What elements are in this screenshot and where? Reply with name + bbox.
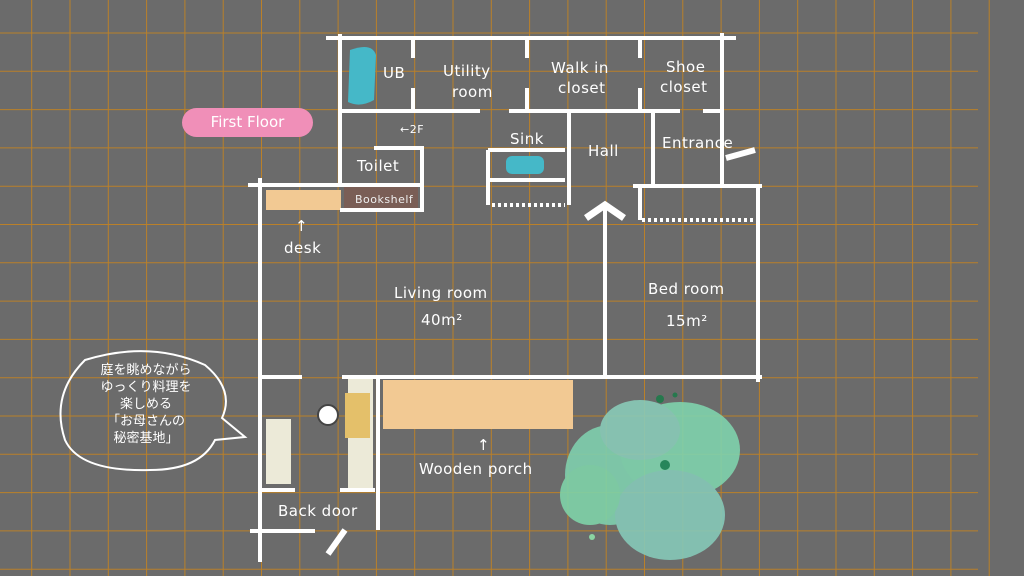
bed-area: 15m² [666,312,708,330]
wooden-porch [383,380,573,429]
room-living: Living room [394,284,488,302]
living-area: 40m² [421,311,463,329]
bathtub [348,46,376,105]
speech-bubble-text: 庭を眺めながら ゆっくり料理を 楽しめる 「お母さんの 秘密基地」 [76,362,216,447]
room-toilet: Toilet [357,157,400,175]
room-utility-line2: room [452,83,493,101]
porch-label: Wooden porch [419,460,533,478]
kitchen-counter-left [266,419,291,484]
room-entrance: Entrance [662,134,734,152]
room-hall: Hall [588,142,619,160]
sink-basin [506,156,544,174]
bubble-line: 「お母さんの [106,414,185,429]
cutting-board [345,393,370,438]
room-back-door: Back door [278,502,358,520]
floor-badge: First Floor [182,108,313,137]
room-walkin-line2: closet [558,79,606,97]
desk [266,190,341,210]
desk-label: desk [284,239,322,257]
room-walkin-line1: Walk in [551,59,609,77]
stairs-to-2f: ←2F [400,123,425,136]
bubble-line: 秘密基地」 [113,431,179,446]
bookshelf-label: Bookshelf [355,193,414,206]
porch-arrow: ↑ [477,436,491,454]
garden-tree [560,392,740,560]
room-ub: UB [383,64,406,82]
room-shoe-line1: Shoe [666,58,706,76]
bubble-line: 庭を眺めながら [100,363,192,378]
speech-bubble [59,350,248,472]
bubble-line: 楽しめる [119,397,172,412]
bookshelf [344,187,418,209]
person-icon [317,404,339,426]
walls [248,33,762,562]
room-shoe-line2: closet [660,78,708,96]
desk-arrow: ↑ [295,217,309,235]
room-utility-line1: Utility [443,62,491,80]
grid [0,0,990,576]
room-sink: Sink [510,130,544,148]
bubble-line: ゆっくり料理を [100,380,192,395]
room-bed: Bed room [648,280,725,298]
